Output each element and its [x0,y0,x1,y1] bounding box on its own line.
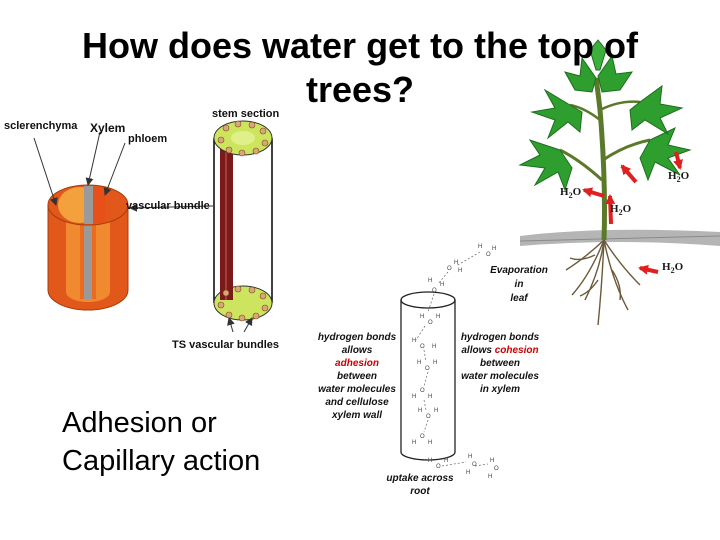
svg-text:O: O [420,344,425,350]
page-title: How does water get to the top of trees? [20,24,700,112]
svg-text:H: H [428,458,432,464]
adhesion-line-2: allows [341,345,373,356]
h2o-label-right: H2O [668,170,690,185]
stem-pointer-lines [33,131,214,212]
subtitle-line-1: Adhesion or [62,407,217,439]
svg-text:H: H [488,474,492,480]
svg-text:O: O [436,464,441,470]
adhesion-keyword: adhesion [335,358,379,369]
label-phloem: phloem [128,133,168,145]
label-sclerenchyma: sclerenchyma [4,120,78,132]
svg-text:O: O [447,266,452,272]
svg-text:H: H [444,458,448,464]
svg-text:H: H [434,408,438,414]
cohesion-line-5: water molecules [461,371,539,382]
svg-text:O: O [420,434,425,440]
svg-text:H: H [412,338,416,344]
svg-text:H: H [418,408,422,414]
svg-text:H: H [478,244,482,250]
evaporation-line-2: in [514,279,524,290]
svg-text:O: O [425,366,430,372]
stem-cylinder [47,184,129,311]
h2o-label-left: H2O [560,186,582,201]
svg-text:H: H [420,314,424,320]
svg-text:H: H [428,440,432,446]
cohesion-line-4: between [479,358,520,369]
svg-text:H: H [468,454,472,460]
title-line-2: trees? [305,69,415,110]
label-adhesion-block: hydrogen bonds allows adhesion between w… [312,331,402,422]
svg-text:O: O [420,388,425,394]
svg-text:H: H [492,246,496,252]
cohesion-line-1: hydrogen bonds [460,332,540,343]
adhesion-line-6: and cellulose [325,397,389,408]
svg-text:H: H [432,344,436,350]
stem-section-cylinder [213,120,273,333]
svg-text:H: H [428,278,432,284]
label-cohesion-block: hydrogen bonds allows cohesion between w… [452,331,548,396]
svg-text:H: H [412,394,416,400]
evaporation-line-3: leaf [510,293,528,304]
adhesion-line-7: xylem wall [331,410,383,421]
label-stem-section: stem section [212,108,280,120]
svg-text:H: H [433,360,437,366]
svg-text:H: H [440,282,444,288]
label-uptake: uptake across root [372,472,468,498]
svg-text:H: H [436,314,440,320]
svg-text:H: H [428,394,432,400]
label-evaporation: Evaporation in leaf [481,264,557,306]
svg-text:O: O [486,252,491,258]
svg-text:H: H [458,268,462,274]
adhesion-line-4: between [336,371,377,382]
svg-text:O: O [494,466,499,472]
svg-text:H: H [417,360,421,366]
cohesion-line-6: in xylem [479,384,521,395]
cohesion-line-2: allows [461,345,492,356]
svg-text:O: O [428,320,433,326]
svg-text:H: H [454,260,458,266]
adhesion-line-1: hydrogen bonds [317,332,397,343]
h2o-label-stem: H2O [610,203,632,218]
svg-text:O: O [432,288,437,294]
cohesion-keyword: cohesion [494,345,539,356]
subtitle-answer: Adhesion or Capillary action [62,404,260,480]
svg-text:H: H [412,440,416,446]
h2o-label-soil: H2O [662,261,684,276]
svg-text:H: H [466,470,470,476]
label-xylem: Xylem [90,121,126,135]
uptake-line-2: root [410,486,430,497]
label-vascular-bundle: vascular bundle [126,200,210,212]
title-line-1: How does water get to the top of [82,25,638,66]
adhesion-line-5: water molecules [318,384,396,395]
svg-text:O: O [472,462,477,468]
uptake-line-1: uptake across [386,473,454,484]
svg-text:H: H [490,458,494,464]
svg-text:O: O [426,414,431,420]
plant-illustration [518,39,720,326]
subtitle-line-2: Capillary action [62,445,261,477]
evaporation-line-1: Evaporation [490,265,548,276]
label-ts-vascular-bundles: TS vascular bundles [172,339,279,351]
